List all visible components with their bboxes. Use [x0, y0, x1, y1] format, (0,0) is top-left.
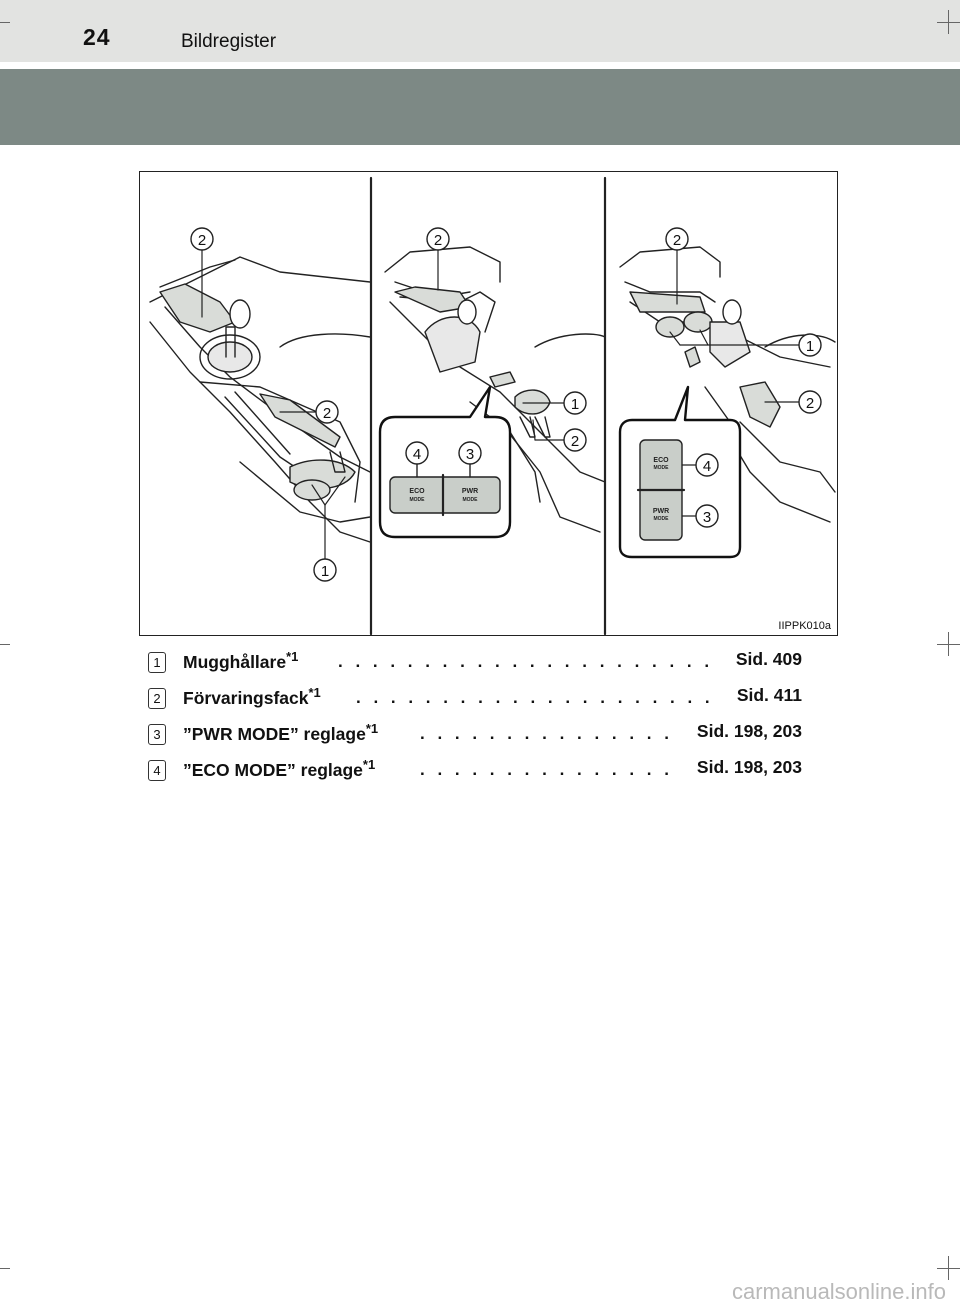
callout-4: 4 [413, 446, 421, 463]
svg-text:PWR: PWR [653, 508, 669, 515]
interior-console-figure: ECO MODE PWR MODE ECO MODE PWR [139, 171, 838, 636]
callout-3: 3 [466, 446, 474, 463]
svg-text:MODE: MODE [654, 465, 670, 471]
leader-dots: . . . . . . . . . . . . . . . . . . . . … [420, 760, 672, 779]
panel-cvt [619, 246, 836, 523]
top-header-bar [0, 0, 960, 62]
section-banner [0, 69, 960, 145]
callout-2: 2 [673, 232, 681, 249]
console-illustration: ECO MODE PWR MODE ECO MODE PWR [149, 176, 836, 635]
list-item: 1 Mugghållare*1 . . . . . . . . . . . . … [148, 646, 808, 682]
item-number: 2 [148, 688, 166, 709]
callout-2: 2 [198, 232, 206, 249]
callout-4: 4 [703, 458, 711, 475]
leader-dots: . . . . . . . . . . . . . . . . . . . . … [356, 688, 721, 707]
crop-mark [948, 632, 949, 656]
callout-1: 1 [571, 396, 579, 413]
page-ref-link[interactable]: Sid. 409 [735, 649, 802, 669]
item-label: ”ECO MODE” reglage*1 [183, 757, 376, 780]
crop-mark [0, 644, 10, 645]
item-label: ”PWR MODE” reglage*1 [183, 721, 379, 744]
item-label: Mugghållare*1 [183, 649, 299, 672]
callout-1: 1 [806, 338, 814, 355]
footer-watermark: carmanualsonline.info [731, 1279, 946, 1304]
figure-code: IIPPK010a [778, 620, 831, 632]
section-title: Bildregister [181, 31, 277, 52]
page-number: 24 [83, 24, 111, 50]
item-label: Förvaringsfack*1 [183, 685, 321, 708]
panel-auto [384, 246, 606, 533]
item-number: 3 [148, 724, 166, 745]
page-ref-link[interactable]: Sid. 411 [736, 685, 802, 705]
list-item: 4 ”ECO MODE” reglage*1 . . . . . . . . .… [148, 754, 808, 790]
svg-text:MODE: MODE [654, 516, 670, 522]
leader-dots: . . . . . . . . . . . . . . . . . . . . … [338, 652, 718, 671]
callout-1: 1 [321, 563, 329, 580]
callout-2: 2 [806, 395, 814, 412]
svg-text:ECO: ECO [409, 488, 425, 495]
callout-2: 2 [571, 433, 579, 450]
svg-text:ECO: ECO [653, 457, 669, 464]
leader-dots: . . . . . . . . . . . . . . . . . . . . … [420, 724, 672, 743]
page-ref-link[interactable]: Sid. 198, 203 [696, 721, 802, 741]
panel-manual [149, 256, 371, 543]
callout-3: 3 [703, 509, 711, 526]
item-number: 4 [148, 760, 166, 781]
crop-mark [948, 1256, 949, 1280]
crop-mark [0, 1268, 10, 1269]
crop-mark [948, 10, 949, 34]
svg-text:MODE: MODE [463, 497, 479, 503]
item-list: 1 Mugghållare*1 . . . . . . . . . . . . … [148, 646, 808, 790]
svg-text:MODE: MODE [410, 497, 426, 503]
list-item: 3 ”PWR MODE” reglage*1 . . . . . . . . .… [148, 718, 808, 754]
crop-mark [0, 22, 10, 23]
svg-text:PWR: PWR [462, 488, 478, 495]
item-number: 1 [148, 652, 166, 673]
callout-2: 2 [323, 405, 331, 422]
page-ref-link[interactable]: Sid. 198, 203 [696, 757, 802, 777]
list-item: 2 Förvaringsfack*1 . . . . . . . . . . .… [148, 682, 808, 718]
callout-2: 2 [434, 232, 442, 249]
